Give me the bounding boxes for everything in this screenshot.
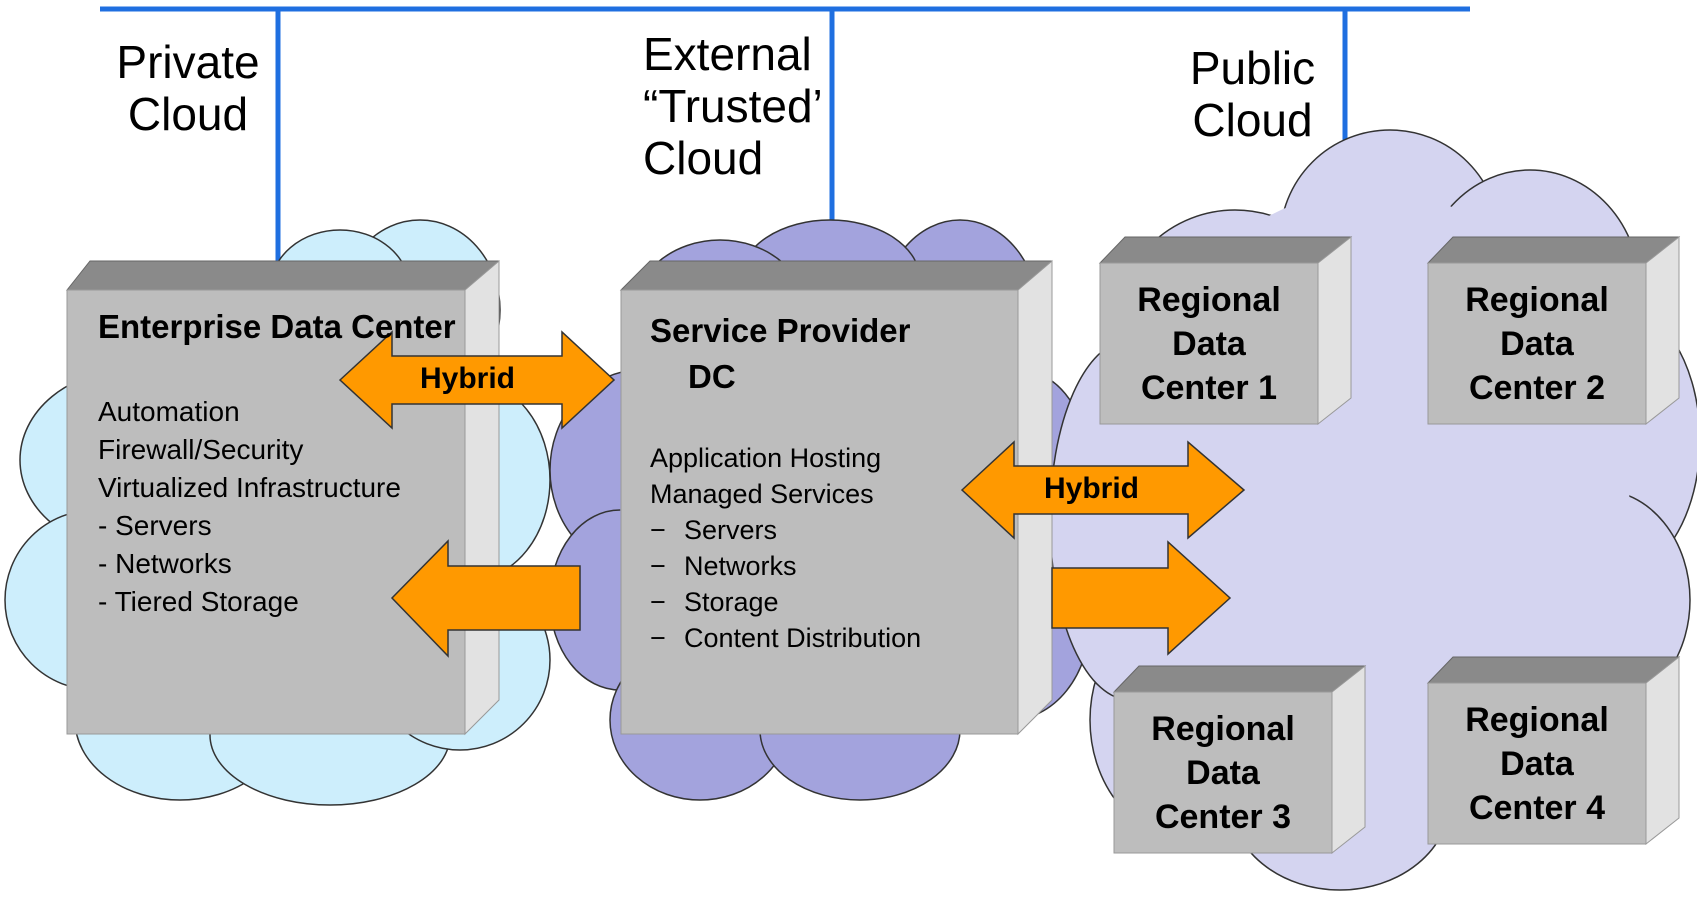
regional-dc-2-line1: Regional (1465, 281, 1609, 319)
connector-lines (100, 6, 1470, 262)
regional-dc-4-line2: Data (1500, 745, 1574, 783)
external-cloud-label-line1: External (643, 28, 812, 80)
sub-item-label: Content Distribution (684, 623, 922, 653)
regional-dc-box-1 (1098, 235, 1353, 426)
regional-dc-box-3 (1112, 664, 1367, 855)
external-cloud-label-line3: Cloud (643, 132, 764, 184)
enterprise-box-side (464, 259, 500, 736)
external-cloud-label-line2: “Trusted’ (643, 80, 823, 132)
arrow-left-bottom (390, 539, 581, 658)
public-cloud-label-line2: Cloud (1192, 94, 1313, 146)
list-item: Application Hosting (650, 443, 882, 473)
regional-dc-1-line2: Data (1172, 325, 1246, 363)
regional-dc-box-2 (1426, 235, 1681, 426)
sub-item-label: Storage (684, 587, 779, 617)
regional-dc-label-4: Regional Data Center 4 (1428, 698, 1646, 830)
enterprise-dc-list: Automation Firewall/Security Virtualized… (98, 393, 401, 621)
sp-box-face (620, 289, 1019, 735)
sp-dc-title-line1: Service Provider (650, 312, 911, 349)
dash-symbol: − (650, 515, 666, 545)
list-sub-item: −Content Distribution (650, 620, 921, 656)
dash-symbol: − (650, 551, 666, 581)
hybrid-arrow-top (338, 330, 616, 430)
regional-dc-2-line3: Center 2 (1468, 369, 1606, 407)
sp-dc-title: Service Provider DC (650, 308, 911, 400)
regional-dc-3-line3: Center 3 (1154, 798, 1292, 836)
regional-dc-label-2: Regional Data Center 2 (1428, 278, 1646, 410)
list-sub-item: −Servers (650, 512, 921, 548)
list-item: Firewall/Security (98, 434, 304, 465)
sub-item-label: Networks (684, 551, 797, 581)
dash-symbol: − (650, 587, 666, 617)
regional-dc-2-line2: Data (1500, 325, 1574, 363)
list-sub-item: −Storage (650, 584, 921, 620)
external-cloud-label: External “Trusted’ Cloud (643, 28, 823, 184)
service-provider-dc-box (619, 259, 1053, 736)
list-item: Automation (98, 396, 240, 427)
sp-dc-list: Application Hosting Managed Services −Se… (650, 440, 921, 656)
sp-box-top (619, 260, 1053, 291)
hybrid-label-top: Hybrid (420, 362, 516, 395)
regional-dc-4-line3: Center 4 (1468, 789, 1606, 827)
arrow-right-bottom (1051, 540, 1232, 656)
list-item: Virtualized Infrastructure (98, 472, 401, 503)
regional-dc-label-3: Regional Data Center 3 (1114, 707, 1332, 839)
private-cloud-label-line2: Cloud (127, 88, 249, 140)
hybrid-label-middle: Hybrid (1044, 472, 1140, 505)
regional-dc-3-line1: Regional (1151, 710, 1295, 748)
hybrid-arrow-middle (960, 440, 1246, 540)
regional-dc-1-line3: Center 1 (1140, 369, 1278, 407)
sp-dc-title-line2: DC (688, 358, 736, 395)
enterprise-dc-title: Enterprise Data Center (98, 308, 456, 345)
regional-dc-3-line2: Data (1186, 754, 1260, 792)
public-cloud-label: Public Cloud (1180, 42, 1325, 146)
private-cloud-label-line1: Private (116, 36, 260, 88)
list-item: - Networks (98, 548, 232, 579)
regional-dc-4-line1: Regional (1465, 701, 1609, 739)
list-item: - Servers (98, 510, 212, 541)
public-cloud-label-line1: Public (1189, 42, 1316, 94)
private-cloud-label: Private Cloud (108, 36, 268, 140)
sub-item-label: Servers (684, 515, 778, 545)
regional-dc-box-4 (1426, 655, 1681, 846)
list-item: - Tiered Storage (98, 586, 299, 617)
enterprise-box-top (65, 260, 500, 291)
regional-dc-1-line1: Regional (1137, 281, 1281, 319)
dash-symbol: − (650, 623, 666, 653)
list-sub-item: −Networks (650, 548, 921, 584)
regional-dc-label-1: Regional Data Center 1 (1100, 278, 1318, 410)
list-item: Managed Services (650, 479, 874, 509)
